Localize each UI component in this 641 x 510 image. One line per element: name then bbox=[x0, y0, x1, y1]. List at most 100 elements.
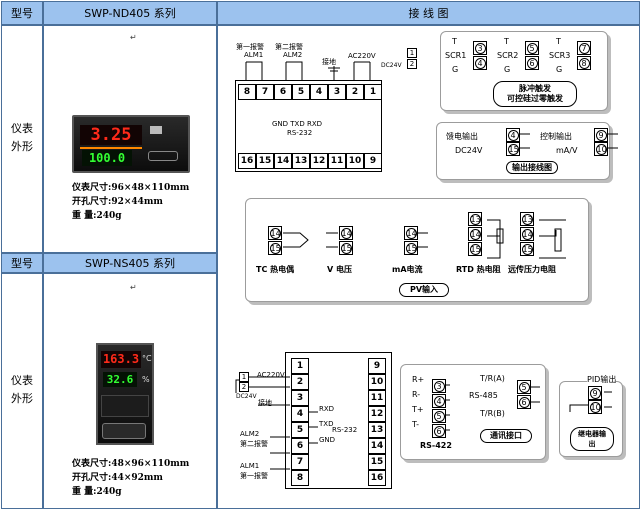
comm-tr-b: T/R(B) bbox=[480, 409, 505, 418]
indicator-leds-icon bbox=[80, 147, 142, 149]
comm-label: T- bbox=[412, 420, 420, 429]
pv-item-label: TC 热电偶 bbox=[256, 265, 295, 274]
pulse-g-label: G bbox=[556, 65, 563, 74]
rs232-label-bottom: RS-232 bbox=[332, 426, 358, 434]
terminal-7: 7 bbox=[291, 454, 309, 470]
terminal-12: 12 bbox=[368, 406, 386, 422]
terminal-dc-bottom-2: 2 bbox=[239, 382, 249, 392]
comm-terminal-6: 6 bbox=[432, 424, 446, 438]
comm-label: R- bbox=[412, 390, 421, 399]
terminal-9: 9 bbox=[368, 358, 386, 374]
key-buttons-icon bbox=[102, 423, 146, 439]
comm-tr-a: T/R(A) bbox=[480, 374, 505, 383]
terminal-16: 16 bbox=[238, 153, 256, 169]
alm1-label: ALM1 bbox=[244, 51, 264, 59]
terminal-6: 6 bbox=[274, 84, 292, 100]
spec-weight-bottom: 重 量:240g bbox=[72, 487, 122, 497]
comm-terminal-5: 5 bbox=[432, 409, 446, 423]
dc24-label-top: DC24V bbox=[381, 62, 402, 69]
rs232-label-top: RS-232 bbox=[287, 129, 313, 137]
label-cell-top bbox=[1, 25, 43, 253]
relay-terminal-10: 10 bbox=[588, 400, 602, 414]
output-terminal-10: 10 bbox=[594, 142, 608, 156]
pv-unit-bottom: °C bbox=[142, 354, 152, 363]
terminal-1: 1 bbox=[364, 84, 382, 100]
terminal-13: 13 bbox=[292, 153, 310, 169]
pulse-scr-label: SCR3 bbox=[549, 51, 571, 60]
pulse-g-label: G bbox=[504, 65, 511, 74]
relay-terminal-9: 9 bbox=[588, 386, 602, 400]
alm1-label-bottom: ALM1 bbox=[240, 462, 260, 470]
rs422-label: RS-422 bbox=[420, 441, 452, 450]
instrument-front-vertical: 163.3 °C 32.6 % bbox=[96, 343, 154, 445]
terminal-14: 14 bbox=[274, 153, 292, 169]
feed-output-value: DC24V bbox=[455, 146, 483, 155]
terminal-7: 7 bbox=[256, 84, 274, 100]
pv-item-label: 远传压力电阻 bbox=[508, 265, 556, 274]
pv-terminal-15: 15 bbox=[520, 242, 534, 256]
wiring-header: 接 线 图 bbox=[217, 1, 640, 25]
pv-terminal-14: 14 bbox=[268, 226, 282, 240]
rxd-label: RXD bbox=[319, 405, 335, 413]
comm-rs485: RS-485 bbox=[469, 391, 498, 400]
terminal-4: 4 bbox=[291, 406, 309, 422]
terminal-10: 10 bbox=[368, 374, 386, 390]
power-label-top: AC220V bbox=[348, 52, 376, 60]
pv-terminal-15: 15 bbox=[468, 242, 482, 256]
comm-terminal-4: 4 bbox=[432, 394, 446, 408]
terminal-5: 5 bbox=[291, 422, 309, 438]
comm-terminal-6-right: 6 bbox=[517, 395, 531, 409]
terminal-15: 15 bbox=[256, 153, 274, 169]
pv-terminal-14: 14 bbox=[404, 226, 418, 240]
terminal-4: 4 bbox=[310, 84, 328, 100]
terminal-11: 11 bbox=[368, 390, 386, 406]
output-terminal-9: 9 bbox=[594, 128, 608, 142]
terminal-16: 16 bbox=[368, 470, 386, 486]
pid-label: PID输出 bbox=[587, 374, 617, 385]
pv-item-label: V 电压 bbox=[327, 265, 352, 274]
txd-label: TXD bbox=[319, 420, 334, 428]
spec-weight-top: 重 量:240g bbox=[72, 211, 122, 221]
bargraph-icon bbox=[101, 395, 149, 417]
terminal-6: 6 bbox=[291, 438, 309, 454]
pulse-terminal-8: 8 bbox=[577, 56, 591, 70]
pv-terminal-13: 13 bbox=[468, 212, 482, 226]
terminal-dc-bottom-1: 1 bbox=[239, 372, 249, 382]
pulse-terminal-5: 5 bbox=[525, 41, 539, 55]
terminal-block-top bbox=[235, 80, 382, 172]
terminal-10: 10 bbox=[346, 153, 364, 169]
return-mark-icon: ↵ bbox=[130, 283, 137, 292]
alm2-label: ALM2 bbox=[283, 51, 303, 59]
terminal-1: 1 bbox=[291, 358, 309, 374]
dc24-label-bottom: DC24V bbox=[236, 393, 257, 400]
sv-unit-bottom: % bbox=[142, 375, 150, 384]
series-header-top: SWP-ND405 系列 bbox=[43, 1, 217, 25]
instrument-front-horizontal: 3.25 100.0 bbox=[72, 115, 190, 173]
output-terminal-15: 15 bbox=[506, 142, 520, 156]
alarm1-label: 第一报警 bbox=[236, 43, 264, 51]
pv-terminal-15: 15 bbox=[339, 241, 353, 255]
relay-caption: 继电器输出 bbox=[570, 427, 614, 451]
terminal-block-bottom bbox=[285, 352, 392, 489]
terminal-14: 14 bbox=[368, 438, 386, 454]
model-header-bottom: 型号 bbox=[1, 253, 43, 273]
pv-terminal-15: 15 bbox=[404, 241, 418, 255]
ground-label-bottom: 接地 bbox=[258, 399, 272, 407]
terminal-13: 13 bbox=[368, 422, 386, 438]
shape-label-top: 仪表外形 bbox=[11, 122, 33, 153]
terminal-11: 11 bbox=[328, 153, 346, 169]
terminal-3: 3 bbox=[291, 390, 309, 406]
comm-interface-box bbox=[400, 364, 546, 460]
pulse-g-label: G bbox=[452, 65, 459, 74]
pv-terminal-14: 14 bbox=[520, 227, 534, 241]
alarm2-label: 第二报警 bbox=[275, 43, 303, 51]
spec-cutout-bottom: 开孔尺寸:44×92mm bbox=[72, 473, 163, 483]
terminal-dc-1: 1 bbox=[407, 48, 417, 58]
pulse-t-label: T bbox=[556, 37, 561, 46]
pv-item-label: RTD 热电阻 bbox=[456, 265, 501, 274]
terminal-dc-2: 2 bbox=[407, 59, 417, 69]
comm-label: R+ bbox=[412, 375, 425, 384]
ground-label-top: 接地 bbox=[322, 58, 336, 66]
pulse-scr-label: SCR1 bbox=[445, 51, 467, 60]
